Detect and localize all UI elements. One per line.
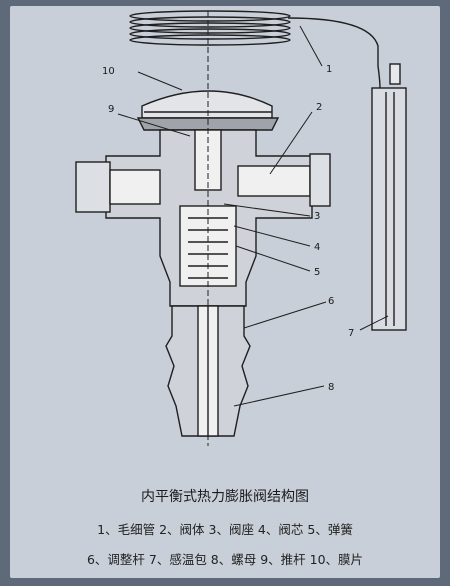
callout-7: 7 bbox=[348, 328, 354, 339]
callout-5: 5 bbox=[314, 267, 320, 278]
callout-3: 3 bbox=[314, 211, 320, 222]
callout-4: 4 bbox=[314, 242, 320, 253]
callout-10: 10 bbox=[102, 66, 115, 77]
callout-1: 1 bbox=[326, 64, 332, 75]
leader-lines bbox=[117, 25, 389, 407]
outlet-fitting bbox=[237, 153, 331, 207]
expansion-valve-diagram: 1 2 3 4 5 6 7 8 9 10 bbox=[75, 10, 407, 446]
callout-6: 6 bbox=[328, 296, 334, 307]
legend-line-1: 1、毛细管 2、阀体 3、阀座 4、阀芯 5、弹簧 bbox=[97, 522, 353, 537]
inlet-nut bbox=[75, 161, 161, 213]
capillary-coil bbox=[129, 10, 381, 89]
callout-8: 8 bbox=[328, 382, 334, 393]
legend-line-2: 6、调整杆 7、感温包 8、螺母 9、推杆 10、膜片 bbox=[86, 552, 364, 567]
diagram-title: 内平衡式热力膨胀阀结构图 bbox=[141, 489, 309, 505]
callout-9: 9 bbox=[108, 104, 114, 115]
sensing-bulb bbox=[371, 63, 407, 331]
callout-2: 2 bbox=[316, 102, 322, 113]
valve-body bbox=[105, 129, 313, 307]
